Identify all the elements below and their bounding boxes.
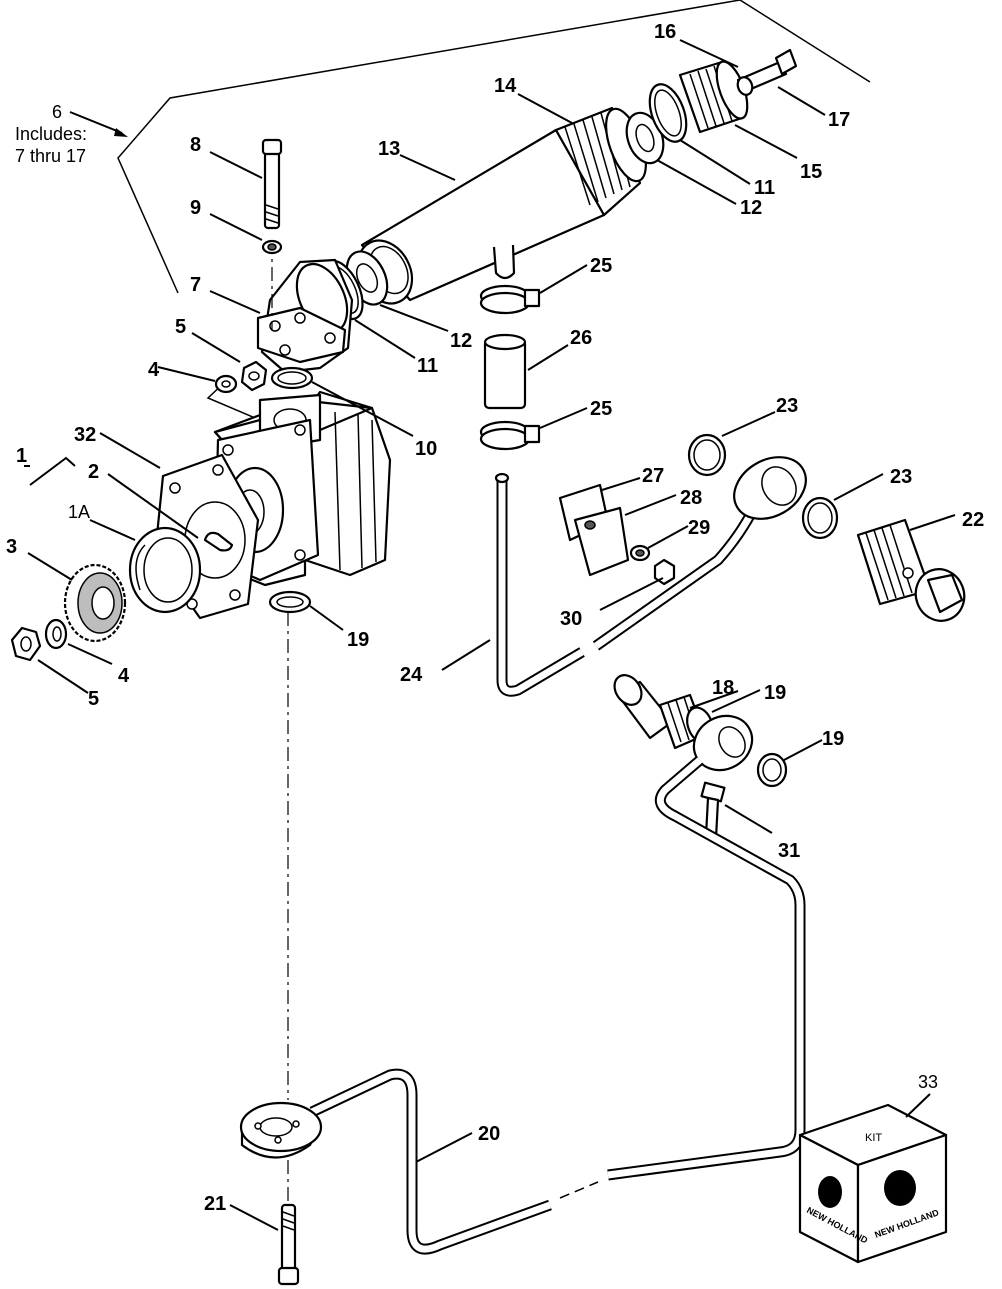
callout-1: 1 bbox=[16, 445, 27, 467]
new-holland-leaf-logo bbox=[884, 1170, 916, 1206]
note-line-2: 7 thru 17 bbox=[15, 146, 86, 166]
callout-14: 14 bbox=[494, 75, 517, 97]
fitting-18-assembly bbox=[613, 674, 788, 840]
callout-25-upper: 25 bbox=[590, 255, 612, 277]
callout-20: 20 bbox=[478, 1123, 500, 1145]
callout-13: 13 bbox=[378, 138, 400, 160]
callout-28: 28 bbox=[680, 487, 702, 509]
assembly-note: 6 Includes: 7 thru 17 bbox=[15, 102, 128, 166]
callout-10: 10 bbox=[415, 438, 437, 460]
callout-4-upper: 4 bbox=[148, 359, 160, 381]
callout-labels: 1 1A 2 3 4 4 5 5 7 8 9 10 11 11 12 12 13… bbox=[6, 21, 984, 1215]
callout-18: 18 bbox=[712, 677, 734, 699]
callout-7: 7 bbox=[190, 274, 201, 296]
callout-21: 21 bbox=[204, 1193, 226, 1215]
callout-26: 26 bbox=[570, 327, 592, 349]
callout-29: 29 bbox=[688, 517, 710, 539]
callout-12-lower: 12 bbox=[450, 330, 472, 352]
elbow-housing bbox=[256, 258, 354, 374]
callout-25-lower: 25 bbox=[590, 398, 612, 420]
callout-12-upper: 12 bbox=[740, 197, 762, 219]
callout-17: 17 bbox=[828, 109, 850, 131]
callout-3: 3 bbox=[6, 536, 17, 558]
kit-label: KIT bbox=[865, 1132, 882, 1144]
callout-19-fitting: 19 bbox=[764, 682, 786, 704]
callout-11-lower: 11 bbox=[417, 355, 438, 377]
callout-9: 9 bbox=[190, 197, 201, 219]
callout-32: 32 bbox=[74, 424, 96, 446]
pipe-20 bbox=[239, 755, 806, 1255]
callout-33: 33 bbox=[918, 1072, 938, 1092]
callout-23-lower: 23 bbox=[890, 466, 912, 488]
leader-lines bbox=[24, 39, 956, 1231]
kit-box-33: KIT NEW HOLLAND NEW HOLLAND bbox=[798, 1093, 948, 1264]
callout-23-upper: 23 bbox=[776, 395, 798, 417]
callout-22: 22 bbox=[962, 509, 984, 531]
assembly-bracket-lines bbox=[117, 0, 871, 294]
callout-19-ring: 19 bbox=[822, 728, 844, 750]
rings-23-and-bolt-22 bbox=[687, 433, 966, 622]
callout-19-pump: 19 bbox=[347, 629, 369, 651]
callout-5-upper: 5 bbox=[175, 316, 186, 338]
callout-4-lower: 4 bbox=[118, 665, 130, 687]
callout-11-upper: 11 bbox=[754, 177, 775, 199]
callout-2: 2 bbox=[88, 461, 99, 483]
callout-27: 27 bbox=[642, 465, 664, 487]
new-holland-leaf-logo bbox=[818, 1176, 842, 1208]
pipe-24 bbox=[494, 456, 807, 697]
clip-assembly bbox=[558, 483, 676, 586]
callout-30: 30 bbox=[560, 608, 582, 630]
callout-31: 31 bbox=[778, 840, 800, 862]
seal-1a bbox=[128, 526, 202, 614]
note-line-1: Includes: bbox=[15, 124, 87, 144]
callout-16: 16 bbox=[654, 21, 676, 43]
bolt-21 bbox=[277, 1160, 300, 1286]
key-2 bbox=[203, 531, 234, 552]
hose-clamps-and-hose bbox=[479, 284, 541, 451]
gear-3 bbox=[63, 563, 127, 643]
bolt-and-washer bbox=[261, 138, 283, 330]
callout-24: 24 bbox=[400, 664, 423, 686]
callout-1a: 1A bbox=[68, 502, 90, 522]
callout-8: 8 bbox=[190, 134, 201, 156]
washers-and-nuts bbox=[10, 360, 268, 662]
note-number: 6 bbox=[52, 102, 62, 122]
callout-15: 15 bbox=[800, 161, 822, 183]
callout-5-lower: 5 bbox=[88, 688, 99, 710]
